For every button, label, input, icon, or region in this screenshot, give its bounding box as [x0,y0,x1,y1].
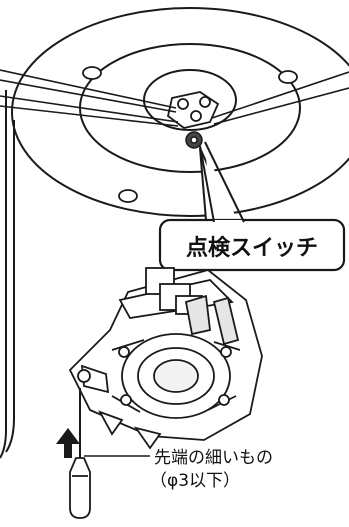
tool-label-line1: 先端の細いもの [154,448,273,468]
inspection-switch [185,131,203,149]
mounting-holes [82,66,298,203]
switch-callout: 点検スイッチ [158,141,346,272]
leader-lines-left [0,69,179,127]
tool-label-line2: （φ3以下） [150,471,240,491]
arrow-up-icon [56,428,80,458]
switch-plate [166,91,220,129]
screwdriver-icon [69,388,91,519]
left-bracket [0,90,15,459]
switch-callout-label: 点検スイッチ [186,235,318,261]
fixture-body [68,267,263,450]
leader-lines-right [211,71,349,125]
